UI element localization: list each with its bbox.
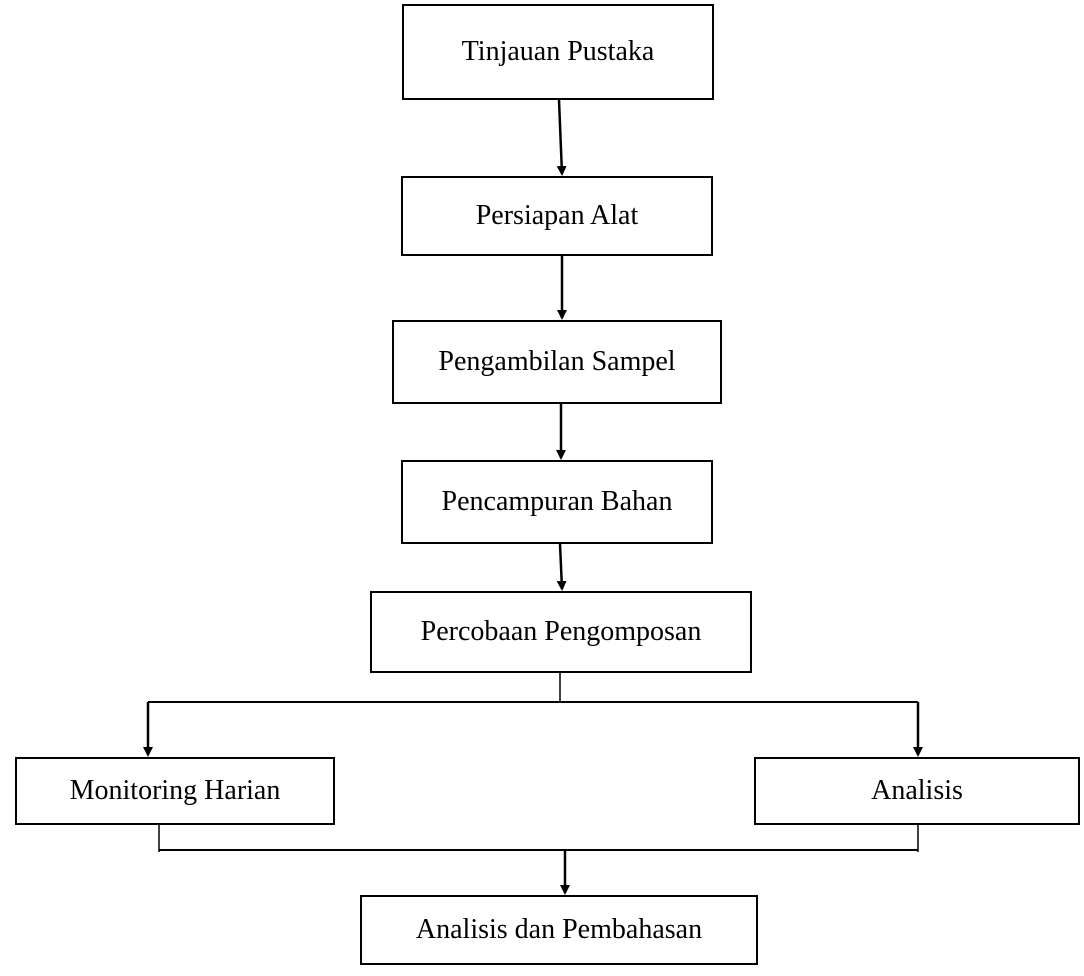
arrow-pencampuran-to-percobaan <box>556 543 567 591</box>
step-label: Analisis <box>871 775 963 806</box>
step-label: Percobaan Pengomposan <box>420 616 702 647</box>
step-label: Analisis dan Pembahasan <box>415 914 703 945</box>
step-analisis-dan-pembahasan: Analisis dan Pembahasan <box>360 895 758 965</box>
step-analisis: Analisis <box>754 757 1080 825</box>
step-label: Pengambilan Sampel <box>438 346 676 377</box>
step-persiapan-alat: Persiapan Alat <box>401 176 713 256</box>
step-label: Pencampuran Bahan <box>441 486 673 517</box>
arrow-tinjauan-to-persiapan <box>556 99 567 176</box>
step-monitoring-harian: Monitoring Harian <box>15 757 335 825</box>
step-percobaan-pengomposan: Percobaan Pengomposan <box>370 591 752 673</box>
step-label: Persiapan Alat <box>475 200 639 231</box>
step-pengambilan-sampel: Pengambilan Sampel <box>392 320 722 404</box>
step-pencampuran-bahan: Pencampuran Bahan <box>401 460 713 544</box>
step-label: Tinjauan Pustaka <box>461 36 655 67</box>
step-tinjauan-pustaka: Tinjauan Pustaka <box>402 4 714 100</box>
step-label: Monitoring Harian <box>69 775 281 806</box>
